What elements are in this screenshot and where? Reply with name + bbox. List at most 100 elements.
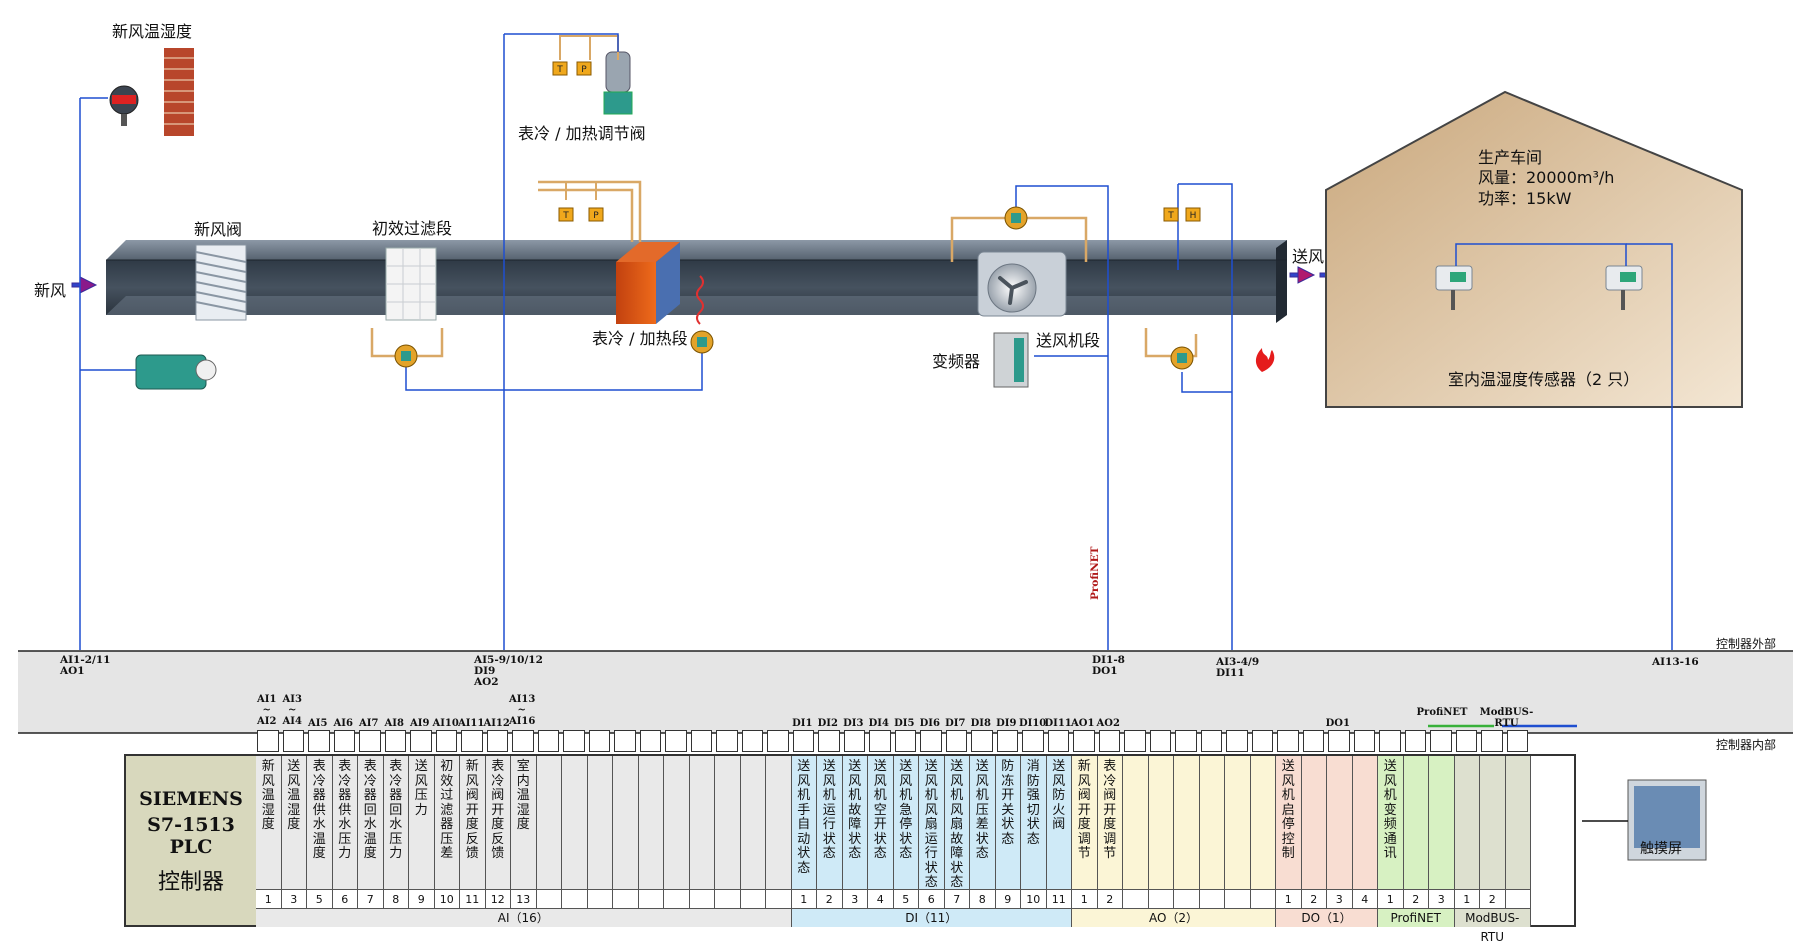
terminal-box bbox=[563, 730, 585, 752]
channel-column: 送风机启停控制 bbox=[1276, 756, 1302, 889]
terminal-box bbox=[1073, 730, 1095, 752]
valve-fan bbox=[1004, 206, 1028, 230]
workshop-building bbox=[1325, 90, 1743, 408]
channel-header: DI8 bbox=[970, 718, 991, 729]
channel-header: ProfiNET bbox=[1416, 707, 1468, 718]
channel-number bbox=[740, 889, 766, 908]
channel-number: 10 bbox=[434, 889, 460, 908]
group-label-ai: AI（16） bbox=[256, 908, 792, 927]
channel-number: 3 bbox=[1429, 889, 1455, 908]
channel-column: 送风机故障状态 bbox=[842, 756, 868, 889]
channel-label: 送风机急停状态 bbox=[899, 759, 913, 861]
channel-column: 新风温湿度 bbox=[256, 756, 282, 889]
indoor-sensor-1 bbox=[1435, 265, 1473, 310]
channel-header: AI9 bbox=[410, 718, 430, 729]
channel-number bbox=[689, 889, 715, 908]
channel-label: 送风机故障状态 bbox=[848, 759, 862, 861]
channel-column: 表冷器供水温度 bbox=[307, 756, 333, 889]
channel-number bbox=[1123, 889, 1149, 908]
channel-column bbox=[1301, 756, 1327, 889]
terminal-box bbox=[1124, 730, 1146, 752]
channel-column: 表冷器回水压力 bbox=[383, 756, 409, 889]
channel-number: 13 bbox=[511, 889, 537, 908]
channel-header: AO2 bbox=[1096, 718, 1120, 729]
channel-column bbox=[689, 756, 715, 889]
terminal-box bbox=[257, 730, 279, 752]
primary-filter-label: 初效过滤段 bbox=[372, 219, 453, 238]
terminal-box bbox=[1098, 730, 1120, 752]
channel-number bbox=[587, 889, 613, 908]
tag-h-1: H bbox=[1185, 207, 1201, 222]
channel-number: 2 bbox=[1301, 889, 1327, 908]
profinet-vertical-label: ProfiNET bbox=[1089, 546, 1101, 600]
channel-number bbox=[562, 889, 588, 908]
channel-label: 表冷器供水压力 bbox=[338, 759, 352, 861]
channel-header: AI12 bbox=[483, 718, 510, 729]
terminal-box bbox=[1379, 730, 1401, 752]
supply-air-label: 送风 bbox=[1292, 247, 1325, 266]
channel-number: 4 bbox=[1352, 889, 1378, 908]
svg-text:P: P bbox=[581, 65, 587, 75]
channel-column: 新风阀开度反馈 bbox=[460, 756, 486, 889]
channel-header: DI7 bbox=[945, 718, 966, 729]
channel-label: 防冻开关状态 bbox=[1001, 759, 1015, 847]
channel-number: 1 bbox=[1378, 889, 1404, 908]
channel-number bbox=[1250, 889, 1276, 908]
channel-column bbox=[1429, 756, 1455, 889]
channel-number: 3 bbox=[281, 889, 307, 908]
channel-number bbox=[1199, 889, 1225, 908]
terminal-box bbox=[410, 730, 432, 752]
terminal-box bbox=[1200, 730, 1222, 752]
touch-screen-device[interactable] bbox=[1627, 779, 1707, 861]
terminal-box bbox=[1404, 730, 1426, 752]
terminal-box bbox=[512, 730, 534, 752]
channel-header: DI11 bbox=[1044, 718, 1072, 729]
terminal-box bbox=[384, 730, 406, 752]
tag-p-1: P bbox=[576, 61, 592, 76]
terminal-box bbox=[741, 730, 763, 752]
plc-controller: 控制器 bbox=[157, 869, 224, 895]
channel-column: 送风机压差状态 bbox=[970, 756, 996, 889]
channel-header: ModBUS-RTU bbox=[1479, 707, 1534, 729]
channel-label: 送风机运行状态 bbox=[822, 759, 836, 861]
channel-number: 1 bbox=[256, 889, 282, 908]
channel-header: DO1 bbox=[1325, 718, 1350, 729]
channel-column bbox=[1123, 756, 1149, 889]
channel-column: 送风机风扇故障状态 bbox=[944, 756, 970, 890]
channel-header: DI10 bbox=[1019, 718, 1047, 729]
air-duct bbox=[106, 240, 1287, 323]
channel-label: 送风机压差状态 bbox=[975, 759, 989, 861]
terminal-box bbox=[818, 730, 840, 752]
fresh-air-sensor bbox=[109, 85, 139, 126]
channel-header: DI3 bbox=[843, 718, 864, 729]
channel-column: 送风机风扇运行状态 bbox=[919, 756, 945, 890]
channel-column bbox=[1250, 756, 1276, 889]
channel-label: 送风机变频通讯 bbox=[1383, 759, 1397, 861]
pipe-3 bbox=[538, 180, 642, 242]
channel-column bbox=[1505, 756, 1531, 889]
channel-column bbox=[536, 756, 562, 889]
channel-label: 表冷器供水温度 bbox=[312, 759, 326, 861]
channel-label: 表冷阀开度反馈 bbox=[491, 759, 505, 861]
terminal-box bbox=[1353, 730, 1375, 752]
fresh-air-th-label: 新风温湿度 bbox=[112, 22, 193, 41]
channel-number: 8 bbox=[383, 889, 409, 908]
channel-number: 3 bbox=[842, 889, 868, 908]
terminal-box bbox=[435, 730, 457, 752]
channel-number: 4 bbox=[868, 889, 894, 908]
terminal-box bbox=[996, 730, 1018, 752]
pipe-4 bbox=[538, 188, 634, 242]
channel-column bbox=[1480, 756, 1506, 889]
channel-column: 送风机空开状态 bbox=[868, 756, 894, 889]
terminal-box bbox=[945, 730, 967, 752]
channel-column: 送风机急停状态 bbox=[893, 756, 919, 889]
terminal-box bbox=[1277, 730, 1299, 752]
channel-number: 1 bbox=[1276, 889, 1302, 908]
svg-text:H: H bbox=[1190, 211, 1197, 221]
channel-header: AI7 bbox=[359, 718, 379, 729]
channel-number: 2 bbox=[1097, 889, 1123, 908]
channel-column: 表冷阀开度反馈 bbox=[485, 756, 511, 889]
inside-zone-label: 控制器内部 bbox=[1716, 738, 1777, 752]
